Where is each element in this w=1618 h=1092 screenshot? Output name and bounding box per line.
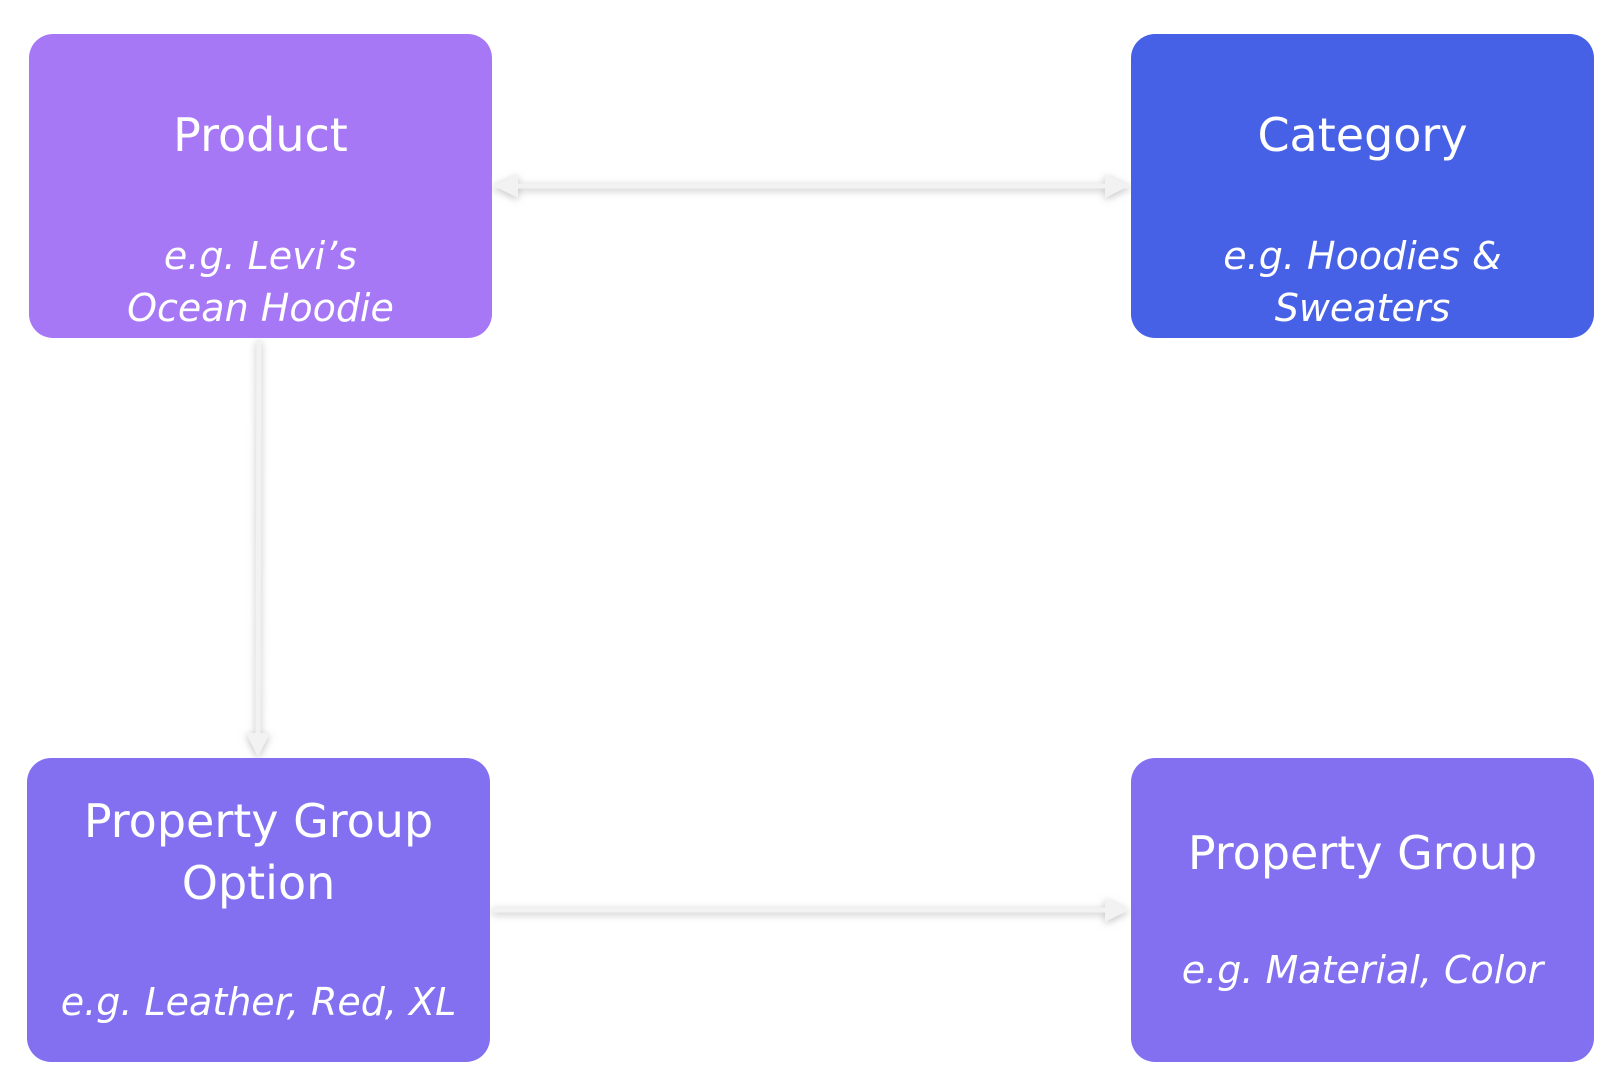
category-node: Category e.g. Hoodies & Sweaters [1131,34,1594,338]
arrowhead-category-end [1105,174,1129,198]
product-example: e.g. Levi’s Ocean Hoodie [127,234,394,330]
property-group-option-node: Property Group Option e.g. Leather, Red,… [27,758,490,1062]
category-example: e.g. Hoodies & Sweaters [1223,234,1502,330]
arrowhead-product-end [494,174,518,198]
property-group-option-example: e.g. Leather, Red, XL [60,980,457,1024]
arrowhead-property-group-option [246,733,270,757]
property-group-option-title: Property Group Option [83,794,434,910]
category-title: Category [1257,108,1468,162]
product-node: Product e.g. Levi’s Ocean Hoodie [29,34,492,338]
edge-product-property-group-option [255,339,262,736]
property-group-title: Property Group [1187,826,1538,880]
property-group-example: e.g. Material, Color [1181,948,1544,992]
property-group-node: Property Group e.g. Material, Color [1131,758,1594,1062]
product-title: Product [173,108,348,162]
arrowhead-property-group [1105,898,1129,922]
